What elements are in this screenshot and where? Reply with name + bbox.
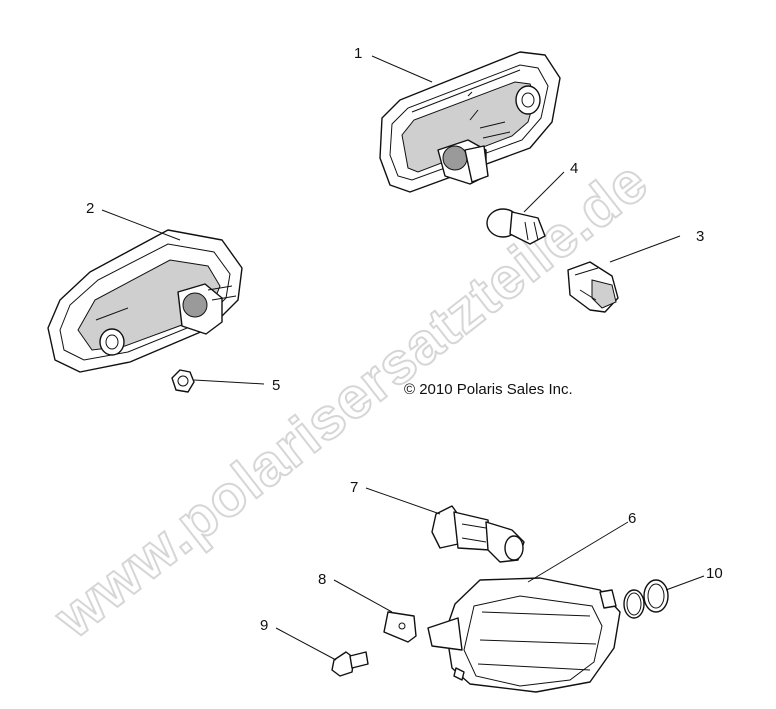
headlight-housing — [427, 577, 621, 693]
callout-4: 4 — [570, 160, 578, 177]
bulb-socket — [567, 261, 619, 313]
callout-numbers: 1 2 3 4 5 6 7 8 9 10 — [86, 45, 723, 634]
callout-7: 7 — [350, 479, 358, 496]
callout-3: 3 — [696, 228, 704, 245]
callout-8: 8 — [318, 571, 326, 588]
clip — [383, 611, 417, 643]
tail-lamp-right — [379, 51, 561, 193]
callout-10: 10 — [706, 565, 723, 582]
bolt — [331, 651, 369, 677]
callout-5: 5 — [272, 377, 280, 394]
callout-9: 9 — [260, 617, 268, 634]
watermark-text: www.polarisersatzteile.de — [42, 148, 660, 651]
tail-lamp-left — [47, 229, 243, 373]
bulb-small — [486, 208, 546, 245]
halogen-bulb — [431, 505, 525, 563]
callout-1: 1 — [354, 45, 362, 62]
copyright-text: © 2010 Polaris Sales Inc. — [404, 381, 573, 398]
callout-2: 2 — [86, 200, 94, 217]
o-rings — [623, 579, 669, 619]
callout-6: 6 — [628, 510, 636, 527]
nut — [171, 369, 195, 393]
leader-lines — [101, 55, 705, 661]
